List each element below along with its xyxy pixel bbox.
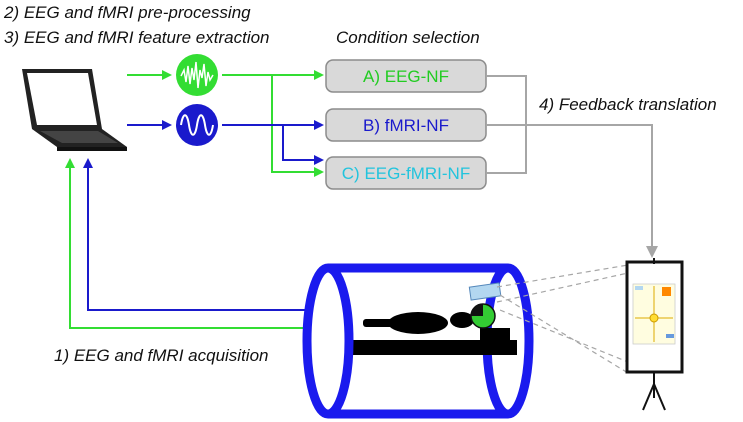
mri-scanner-icon <box>302 263 534 419</box>
eeg-signal-path <box>127 70 324 177</box>
feature-extraction-label: 3) EEG and fMRI feature extraction <box>4 28 270 47</box>
eeg-waveform-icon <box>176 54 218 96</box>
laptop-icon <box>22 69 127 151</box>
feedback-path <box>486 75 658 258</box>
condition-box-c: C) EEG-fMRI-NF <box>325 156 487 190</box>
condition-box-b: B) fMRI-NF <box>325 108 487 142</box>
acquisition-paths <box>65 158 305 329</box>
preprocessing-label: 2) EEG and fMRI pre-processing <box>3 3 251 22</box>
fmri-signal-path <box>127 120 324 165</box>
condition-selection-label: Condition selection <box>336 28 480 47</box>
condition-b-label: B) fMRI-NF <box>363 116 449 135</box>
condition-box-a: A) EEG-NF <box>325 59 487 93</box>
projection-lines <box>496 264 629 374</box>
acquisition-label: 1) EEG and fMRI acquisition <box>54 346 268 365</box>
condition-c-label: C) EEG-fMRI-NF <box>342 164 470 183</box>
feedback-translation-label: 4) Feedback translation <box>539 95 717 114</box>
condition-a-label: A) EEG-NF <box>363 67 449 86</box>
fmri-waveform-icon <box>176 104 218 146</box>
feedback-screen-icon <box>625 258 684 411</box>
